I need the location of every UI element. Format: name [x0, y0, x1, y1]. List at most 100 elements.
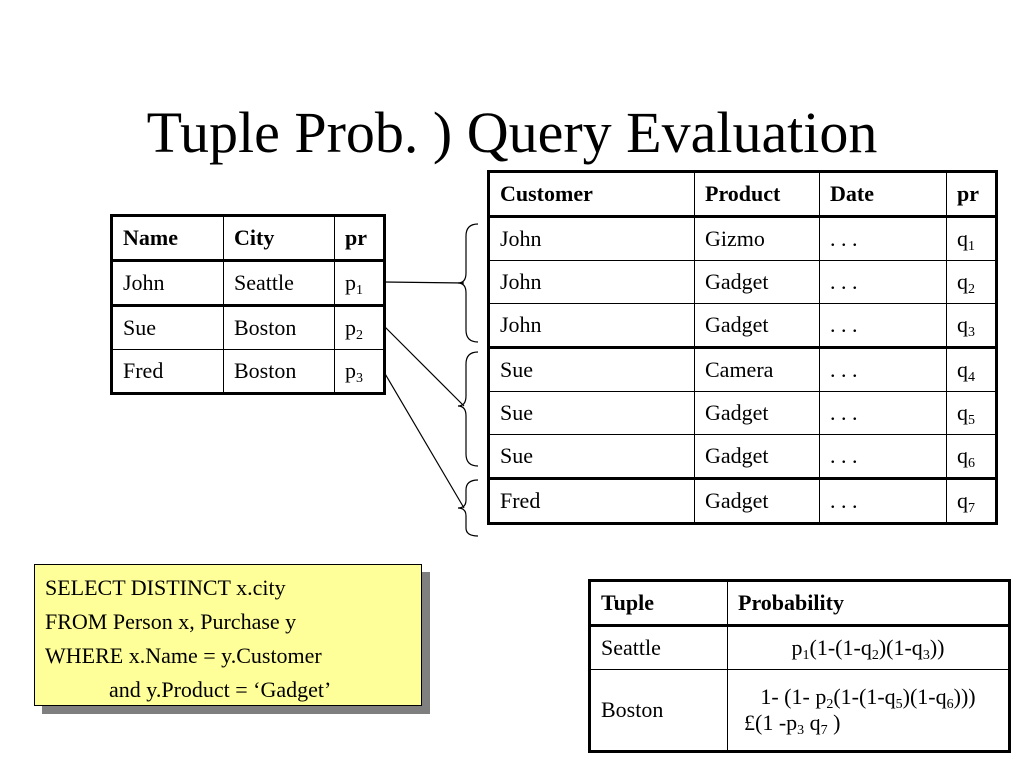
- person-name: Fred: [111, 349, 224, 394]
- purchase-row: Fred Gadget . . . q7: [488, 477, 997, 524]
- purchase-row: John Gadget . . . q3: [488, 303, 997, 348]
- formula-part: £(1 -p: [744, 710, 798, 735]
- purchase-date: . . .: [819, 434, 947, 479]
- person-name: Sue: [111, 304, 224, 350]
- person-header-city: City: [223, 215, 335, 262]
- person-row-john: John Seattle p1: [111, 260, 385, 306]
- result-probability: p1(1-(1-q2)(1-q3)): [727, 625, 1010, 670]
- formula-sub: 6: [946, 697, 954, 712]
- person-header-row: Name City pr: [111, 215, 385, 262]
- purchase-pr: q1: [946, 216, 997, 261]
- result-header-probability: Probability: [727, 580, 1010, 627]
- formula-sub: 7: [820, 723, 828, 738]
- purchase-pr: q6: [946, 434, 997, 479]
- purchase-product: Gadget: [694, 260, 820, 304]
- purchase-date: . . .: [819, 346, 947, 392]
- result-table: Tuple Probability Seattle p1(1-(1-q2)(1-…: [588, 579, 1011, 753]
- person-city: Boston: [223, 349, 335, 394]
- pr-base: q: [957, 269, 968, 294]
- pr-sub: 4: [968, 370, 975, 385]
- person-header-pr: pr: [334, 215, 385, 262]
- sql-line-select: SELECT DISTINCT x.city: [45, 575, 286, 600]
- person-table: Name City pr John Seattle p1 Sue Boston …: [110, 214, 386, 395]
- purchase-product: Gadget: [694, 391, 820, 435]
- person-row-fred: Fred Boston p3: [111, 349, 385, 394]
- pr-sub: 2: [968, 282, 975, 297]
- result-header-row: Tuple Probability: [589, 580, 1010, 627]
- brace-john: [457, 223, 479, 343]
- purchase-customer: Sue: [488, 346, 695, 392]
- pr-sub: 7: [968, 501, 975, 516]
- pr-base: p: [345, 270, 356, 295]
- formula-part: )(1-q: [902, 684, 947, 709]
- purchase-date: . . .: [819, 303, 947, 348]
- sql-line-and: and y.Product = ‘Gadget’: [109, 677, 332, 702]
- purchase-pr: q3: [946, 303, 997, 348]
- formula-sub: 1: [802, 648, 810, 663]
- formula-sub: 5: [895, 697, 903, 712]
- purchase-pr: q7: [946, 477, 997, 524]
- purchase-date: . . .: [819, 260, 947, 304]
- purchase-customer: Sue: [488, 391, 695, 435]
- formula-part: ))): [953, 684, 976, 709]
- pr-base: q: [957, 226, 968, 251]
- person-pr: p1: [334, 260, 385, 306]
- result-tuple: Seattle: [589, 625, 728, 670]
- purchase-header-row: Customer Product Date pr: [488, 171, 997, 218]
- formula-sub: 3: [797, 723, 805, 738]
- person-name: John: [111, 260, 224, 306]
- formula-part: )): [929, 635, 945, 660]
- result-probability: 1- (1- p2(1-(1-q5)(1-q6))) £(1 -p3 q7 ): [727, 669, 1010, 752]
- purchase-date: . . .: [819, 391, 947, 435]
- person-header-name: Name: [111, 215, 224, 262]
- person-city: Seattle: [223, 260, 335, 306]
- pr-base: q: [957, 488, 968, 513]
- formula-part: p: [791, 635, 803, 660]
- purchase-header-product: Product: [694, 171, 820, 218]
- purchase-customer: John: [488, 216, 695, 261]
- pr-sub: 6: [968, 456, 975, 471]
- brace-sue: [457, 351, 479, 467]
- formula-sub: 2: [871, 648, 879, 663]
- pr-base: q: [957, 357, 968, 382]
- formula-line-1: 1- (1- p2(1-(1-q5)(1-q6))): [734, 684, 1002, 712]
- purchase-header-date: Date: [819, 171, 947, 218]
- purchase-customer: Fred: [488, 477, 695, 524]
- purchase-date: . . .: [819, 216, 947, 261]
- formula-line-2: £(1 -p3 q7 ): [734, 710, 1002, 738]
- purchase-product: Gadget: [694, 434, 820, 479]
- pr-base: p: [345, 358, 356, 383]
- purchase-row: Sue Gadget . . . q6: [488, 434, 997, 479]
- sql-query-box: SELECT DISTINCT x.city FROM Person x, Pu…: [34, 564, 422, 706]
- purchase-customer: Sue: [488, 434, 695, 479]
- purchase-product: Camera: [694, 346, 820, 392]
- connector-fred: [383, 371, 465, 509]
- purchase-table: Customer Product Date pr John Gizmo . . …: [487, 170, 998, 525]
- purchase-row: Sue Gadget . . . q5: [488, 391, 997, 435]
- pr-sub: 3: [356, 371, 363, 386]
- result-row-seattle: Seattle p1(1-(1-q2)(1-q3)): [589, 625, 1010, 670]
- sql-line-where: WHERE x.Name = y.Customer: [45, 643, 322, 668]
- pr-base: p: [345, 315, 356, 340]
- person-pr: p2: [334, 304, 385, 350]
- result-tuple: Boston: [589, 669, 728, 752]
- result-header-tuple: Tuple: [589, 580, 728, 627]
- pr-sub: 5: [968, 413, 975, 428]
- result-row-boston: Boston 1- (1- p2(1-(1-q5)(1-q6))) £(1 -p…: [589, 669, 1010, 752]
- person-pr: p3: [334, 349, 385, 394]
- person-city: Boston: [223, 304, 335, 350]
- person-row-sue: Sue Boston p2: [111, 304, 385, 350]
- pr-sub: 3: [968, 325, 975, 340]
- slide-title: Tuple Prob. ) Query Evaluation: [146, 100, 878, 165]
- formula-sub: 3: [922, 648, 930, 663]
- purchase-date: . . .: [819, 477, 947, 524]
- purchase-customer: John: [488, 260, 695, 304]
- purchase-product: Gizmo: [694, 216, 820, 261]
- purchase-row: Sue Camera . . . q4: [488, 346, 997, 392]
- purchase-row: John Gizmo . . . q1: [488, 216, 997, 261]
- pr-sub: 1: [356, 283, 363, 298]
- connector-sue: [383, 325, 465, 407]
- purchase-pr: q2: [946, 260, 997, 304]
- purchase-product: Gadget: [694, 303, 820, 348]
- formula-part: ): [827, 710, 841, 735]
